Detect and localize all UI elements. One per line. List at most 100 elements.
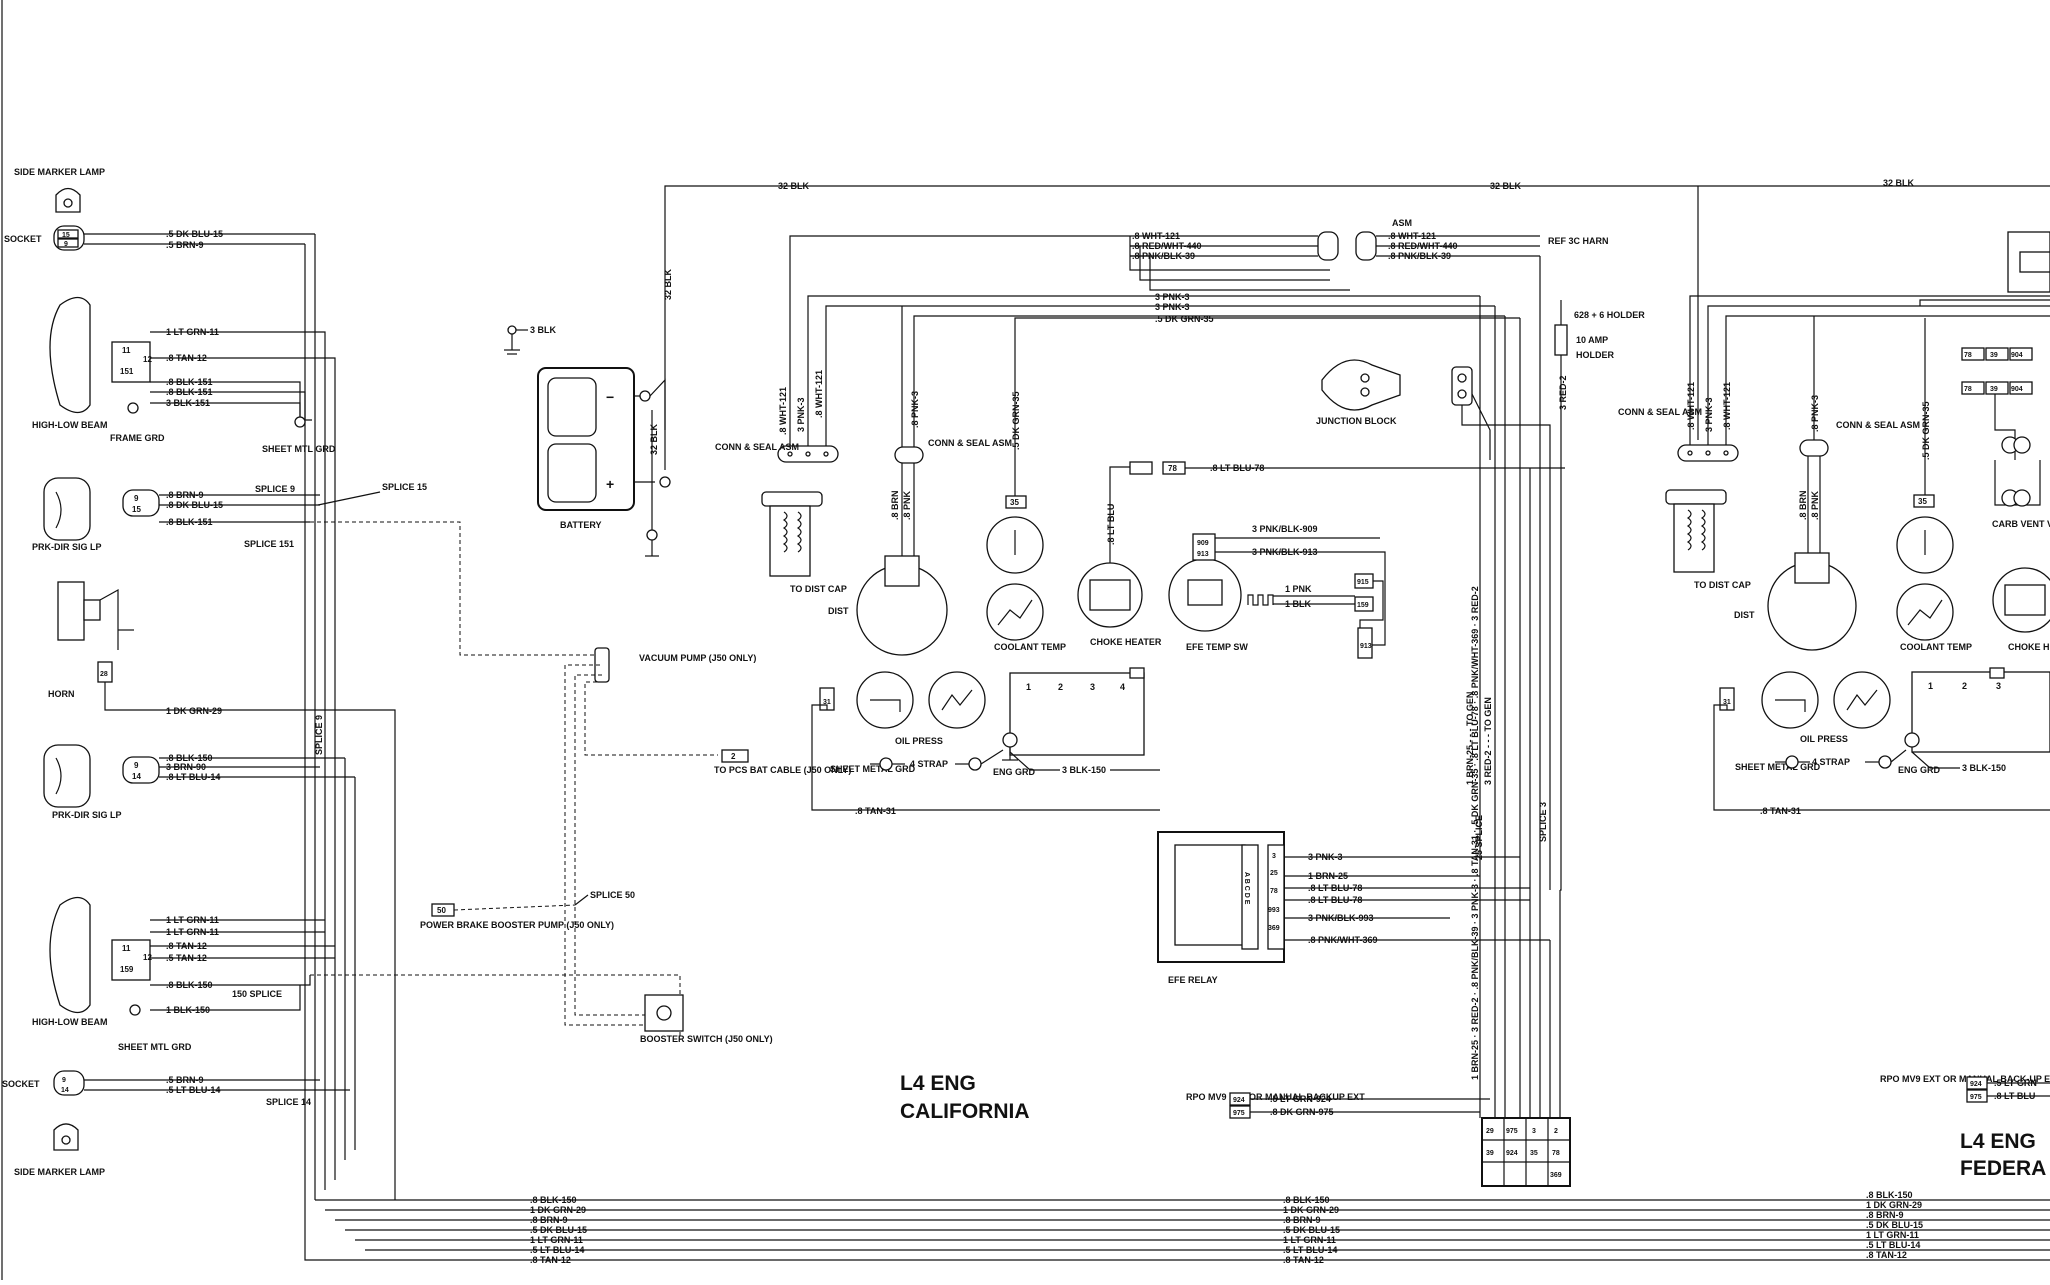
california-title: CALIFORNIA: [900, 1100, 1030, 1123]
pin-904-right: 904: [2011, 352, 2023, 359]
l4-eng-right-title: L4 ENG: [1960, 1130, 2036, 1153]
pin-78: 78: [1168, 464, 1177, 473]
dashed-line-vacuum: [310, 521, 600, 656]
wire-blk-32-vert-label: 32 BLK: [663, 268, 673, 300]
conn-grid-7: 35: [1530, 1150, 1538, 1157]
wire-lt-blu-78-relay-2: .8 LT BLU-78: [1308, 895, 1362, 905]
vacuum-pump: VACUUM PUMP (J50 ONLY): [594, 647, 756, 683]
splice-9-vertical-label: SPLICE 9: [314, 715, 324, 755]
pin-78-right-b: 78: [1964, 386, 1972, 393]
connector-pin-3: 3: [1090, 682, 1095, 692]
hlb-pin-151: 151: [120, 367, 134, 376]
relay-pins-top: A B C D E: [1243, 872, 1250, 905]
choke-heater: CHOKE HEATER: [1077, 562, 1162, 647]
wire-4-strap: 4 STRAP: [910, 759, 948, 769]
socket-bot-pin-b: 14: [61, 1087, 69, 1094]
conn-grid-3: 3: [1532, 1128, 1536, 1135]
side-marker-lamp-bot-label: SIDE MARKER LAMP: [14, 1167, 105, 1177]
battery: − + BATTERY: [537, 367, 635, 530]
harness-row-4: .5 DK BLU-15: [530, 1225, 587, 1235]
horn-label: HORN: [48, 689, 75, 699]
wire-wht-121-v: .8 WHT-121: [778, 387, 788, 435]
socket-top: SOCKET 15 9: [4, 225, 85, 251]
wire-dk-blu-15-b: .8 DK BLU-15: [166, 500, 223, 510]
wire-pnk-3-relay: 3 PNK-3: [1308, 852, 1343, 862]
pin-915: 915: [1357, 579, 1369, 586]
conn-grid-5: 39: [1486, 1150, 1494, 1157]
wire-pnk-3-v: 3 PNK-3: [796, 397, 806, 432]
wire-brn-v: .8 BRN: [890, 490, 900, 520]
coolant-temp-right-label: COOLANT TEMP: [1900, 642, 1972, 652]
power-brake-booster-label: POWER BRAKE BOOSTER PUMP (J50 ONLY): [420, 920, 614, 930]
wire-blk-150-right: 3 BLK-150: [1962, 763, 2006, 773]
socket-bot-pin-a: 9: [62, 1077, 66, 1084]
ignition-coil-right: TO DIST CAP: [1665, 489, 1751, 590]
wire-1-blk: 1 BLK: [1285, 599, 1312, 609]
harness-row-3: .8 BRN-9: [530, 1215, 568, 1225]
conn-seal-asm-r1-label: CONN & SEAL ASM: [1618, 407, 1702, 417]
sheet-metal-grd-right-label: SHEET METAL GRD: [1735, 762, 1821, 772]
eng-grd-label: ENG GRD: [993, 767, 1036, 777]
relay-pin-78: 78: [1270, 888, 1278, 895]
conn-seal-asm-1: CONN & SEAL ASM: [715, 442, 839, 463]
pin-913: 913: [1197, 551, 1209, 558]
battery-neg: −: [606, 389, 614, 405]
wire-brn-right: .8 BRN: [1798, 490, 1808, 520]
wire-lt-blu-right: .8 LT BLU: [1994, 1091, 2035, 1101]
conn-grid-6: 924: [1506, 1150, 1518, 1157]
frame-grd-label: FRAME GRD: [110, 433, 165, 443]
connector-right-pin-3: 3: [1996, 681, 2001, 691]
socket-bot-label: SOCKET: [2, 1079, 40, 1089]
junction-block: JUNCTION BLOCK: [1316, 359, 1401, 426]
high-low-beam-bot: 11 12 159 HIGH-LOW BEAM: [32, 896, 152, 1027]
wire-pnk-3-b-v: .8 PNK-3: [910, 391, 920, 428]
dist-label: DIST: [828, 606, 849, 616]
wire-4-strap-right: 4 STRAP: [1812, 757, 1850, 767]
wire-blk-151-c: 3 BLK-151: [166, 398, 210, 408]
pin-78-right: 78: [1964, 352, 1972, 359]
battery-pos: +: [606, 476, 614, 492]
wire-brn-9-c: .5 BRN-9: [166, 1075, 204, 1085]
to-dist-cap-right-label: TO DIST CAP: [1694, 580, 1751, 590]
wire-blk-150-b: .8 BLK-150: [166, 980, 213, 990]
socket-top-label: SOCKET: [4, 234, 42, 244]
amp-10-label: 10 AMP: [1576, 335, 1608, 345]
socket-top-pin-b: 9: [64, 241, 68, 248]
wire-wht-121-r1: .8 WHT-121: [1686, 382, 1696, 430]
wire-wht-121-top: .8 WHT-121: [1132, 231, 1180, 241]
pin-39-right: 39: [1990, 352, 1998, 359]
prk-dir-sig-lp-top: 9 15 PRK-DIR SIG LP: [32, 477, 160, 552]
relay-pin-3: 3: [1272, 853, 1276, 860]
wire-blk-3-label: 3 BLK: [530, 325, 557, 335]
wire-pnk-blk-993: 3 PNK/BLK-993: [1308, 913, 1374, 923]
wire-blk-150-c: 1 BLK-150: [166, 1005, 210, 1015]
harness-right-row-3: .8 BRN-9: [1866, 1210, 1904, 1220]
wire-brn-9: .5 BRN-9: [166, 240, 204, 250]
wire-blk-151-d: .8 BLK-151: [166, 517, 213, 527]
hlb2-pin-11: 11: [122, 944, 131, 953]
efe-relay: A B C D E 3 25 78 993 369 EFE RELAY: [1157, 831, 1285, 985]
harness-right-row-2: 1 DK GRN-29: [1866, 1200, 1922, 1210]
l4-eng-title: L4 ENG: [900, 1072, 976, 1095]
pcs-pin: 2: [731, 752, 736, 761]
pin-159: 159: [1357, 602, 1369, 609]
wire-pnk-3-r2: .8 PNK-3: [1810, 395, 1820, 432]
harness-right-row-5: 1 LT GRN-11: [1866, 1230, 1919, 1240]
harness-mid-row-6: .5 LT BLU-14: [1283, 1245, 1337, 1255]
harness-row-6: .5 LT BLU-14: [530, 1245, 584, 1255]
socket-top-pin-a: 15: [62, 232, 70, 239]
horn-pin: 28: [100, 671, 108, 678]
splice-9-label: SPLICE 9: [255, 484, 295, 494]
high-low-beam-top-label: HIGH-LOW BEAM: [32, 420, 108, 430]
carb-vent-valve-label: CARB VENT VALVE: [1992, 519, 2050, 529]
wire-lt-blu-78-relay: .8 LT BLU-78: [1308, 883, 1362, 893]
harness-right-row-4: .5 DK BLU-15: [1866, 1220, 1923, 1230]
harness-mid-row-5: 1 LT GRN-11: [1283, 1235, 1336, 1245]
resistor-icon: [1247, 594, 1274, 606]
dist-right-label: DIST: [1734, 610, 1755, 620]
sheet-metal-ground-bottom-icon: [129, 1004, 141, 1016]
wire-blk-32-vert-b-label: 32 BLK: [649, 423, 659, 455]
conn-grid-1: 29: [1486, 1128, 1494, 1135]
frame-ground-icon: [127, 402, 139, 414]
